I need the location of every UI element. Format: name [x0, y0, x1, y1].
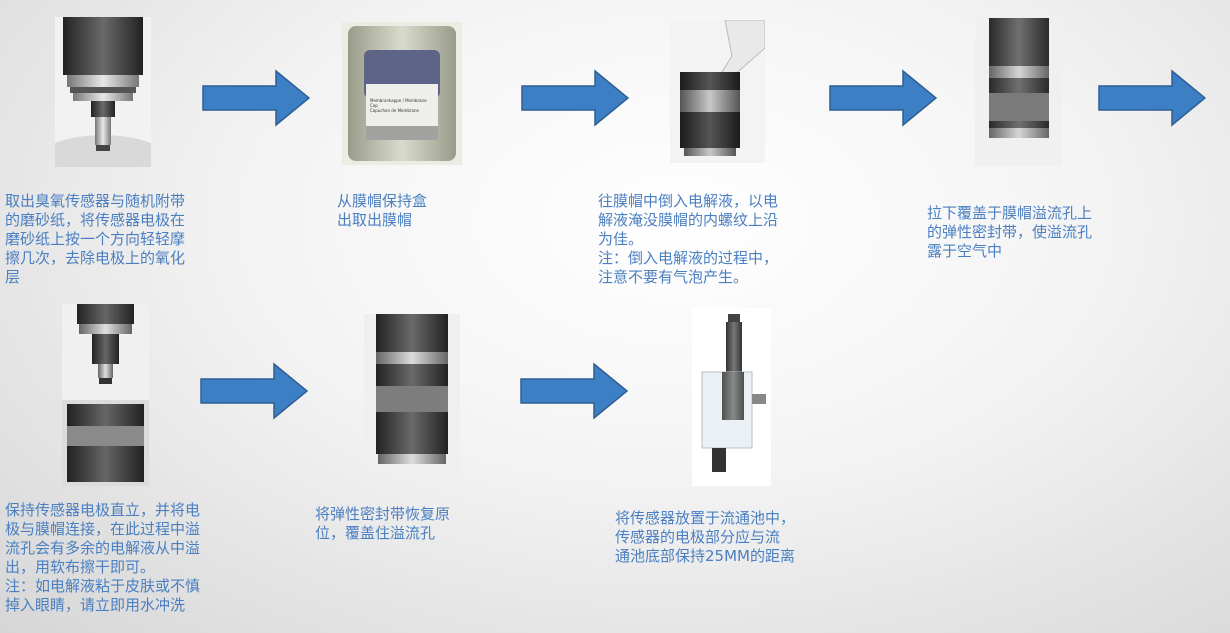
- membrane-box-label: Membrankappe / Membrane Cap Capuchon de …: [370, 98, 427, 113]
- arrow-right-icon: [520, 362, 628, 420]
- membrane-box-photo: Membrankappe / Membrane Cap Capuchon de …: [342, 22, 462, 165]
- arrow-right-icon: [200, 362, 308, 420]
- arrow-right-icon: [1098, 69, 1206, 127]
- step-7-caption: 将传感器放置于流通池中， 传感器的电极部分应与流 通池底部保持25MM的距离: [615, 509, 796, 565]
- filling-electrolyte-photo: [670, 20, 765, 163]
- step-6-caption: 将弹性密封带恢复原 位，覆盖住溢流孔: [315, 505, 451, 542]
- step-5-caption: 保持传感器电极直立，并将电 极与膜帽连接，在此过程中溢 流孔会有多余的电解液从中…: [5, 501, 201, 614]
- connect-cap-photo: [62, 304, 149, 486]
- seal-band-photo: [975, 18, 1062, 166]
- sensor-electrode-photo: [55, 17, 151, 167]
- step-2-caption: 从膜帽保持盒 出取出膜帽: [337, 192, 428, 229]
- step-4-caption: 拉下覆盖于膜帽溢流孔上 的弹性密封带，使溢流孔 露于空气中: [927, 204, 1093, 260]
- flow-cell-photo: [692, 308, 771, 486]
- step-1-caption: 取出臭氧传感器与随机附带 的磨砂纸，将传感器电极在 磨砂纸上按一个方向轻轻摩 擦…: [5, 192, 186, 286]
- arrow-right-icon: [521, 69, 629, 127]
- seal-restored-photo: [364, 314, 460, 475]
- step-3-caption: 往膜帽中倒入电解液，以电 解液淹没膜帽的内螺纹上沿 为佳。 注：倒入电解液的过程…: [598, 192, 779, 286]
- arrow-right-icon: [829, 69, 937, 127]
- arrow-right-icon: [202, 69, 310, 127]
